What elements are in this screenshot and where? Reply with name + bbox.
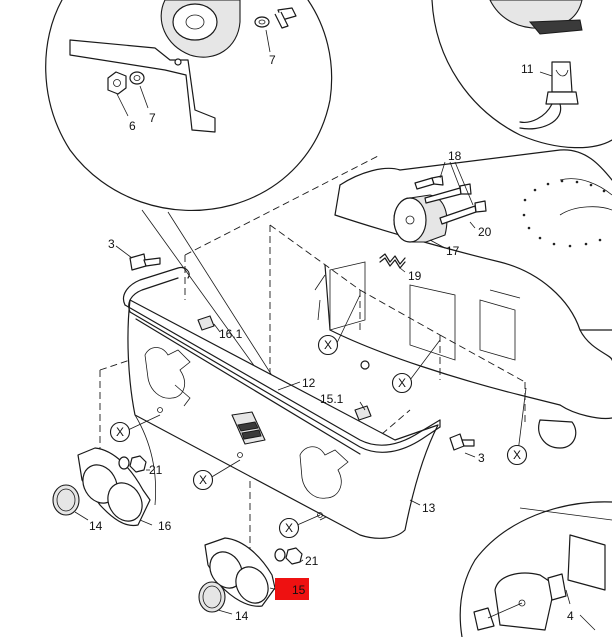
x-marker: X	[192, 469, 214, 491]
label-15-1: 15.1	[320, 392, 344, 406]
label-21: 21	[305, 554, 319, 568]
svg-text:X: X	[116, 425, 124, 439]
label-21: 21	[149, 463, 163, 477]
label-14: 14	[89, 519, 103, 533]
label-14: 14	[235, 609, 249, 623]
horn-assembly	[379, 175, 487, 269]
x-marker: X	[109, 421, 131, 443]
nuts-washers	[118, 455, 303, 565]
detail-circle-top-right	[431, 0, 612, 149]
svg-text:X: X	[199, 473, 207, 487]
svg-text:X: X	[513, 448, 521, 462]
x-markers: X X X X X X	[109, 294, 528, 539]
svg-text:X: X	[398, 376, 406, 390]
label-4: 4	[567, 609, 574, 623]
svg-text:X: X	[285, 521, 293, 535]
x-marker: X	[391, 372, 413, 394]
label-17: 17	[446, 244, 460, 258]
x-marker: X	[278, 517, 300, 539]
detail-circle-bottom-right	[459, 501, 612, 637]
highlight-part-15	[275, 578, 309, 600]
gauge-bezel-right	[198, 537, 276, 613]
label-7: 7	[149, 111, 156, 125]
clips	[197, 315, 372, 421]
x-marker: X	[506, 444, 528, 466]
gauge-bezel-left	[52, 447, 151, 527]
switch-module	[231, 411, 266, 445]
label-3: 3	[108, 237, 115, 251]
label-12: 12	[302, 376, 316, 390]
label-16-1: 16.1	[219, 327, 243, 341]
label-16: 16	[158, 519, 172, 533]
machine-body	[314, 149, 612, 449]
label-18: 18	[448, 149, 462, 163]
front-panel	[127, 299, 439, 539]
label-15: 15	[292, 583, 306, 597]
label-20: 20	[478, 225, 492, 239]
label-7: 7	[269, 53, 276, 67]
detail-circle-top-left	[45, 0, 333, 386]
vent-dots	[522, 179, 606, 248]
label-3: 3	[478, 451, 485, 465]
x-marker: X	[317, 334, 339, 356]
part-labels: 7 6 7 11 18 17 20 19 3 16.1 12 15.1 3 21…	[89, 53, 574, 623]
screws	[129, 253, 475, 451]
label-11: 11	[521, 62, 534, 76]
label-6: 6	[129, 119, 136, 133]
label-19: 19	[408, 269, 422, 283]
label-13: 13	[422, 501, 436, 515]
svg-text:X: X	[324, 338, 332, 352]
edge-strip	[122, 267, 441, 455]
